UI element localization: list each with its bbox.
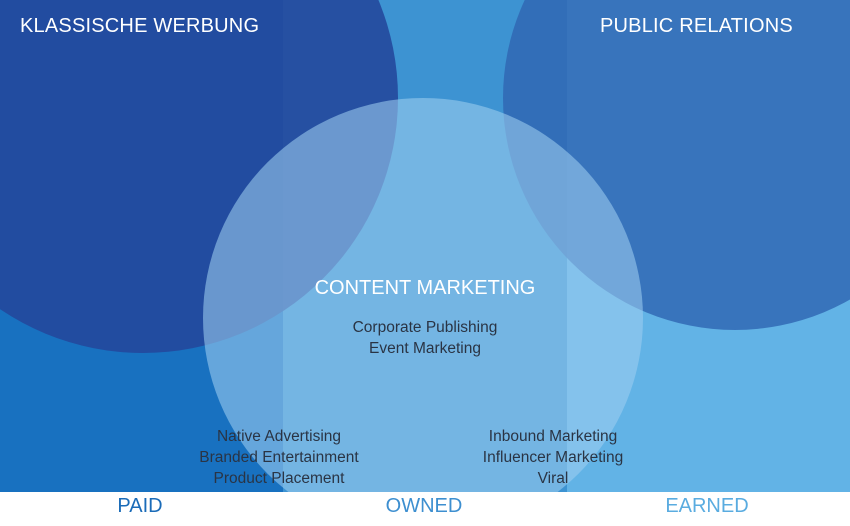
content-items-list: Corporate Publishing Event Marketing (275, 317, 575, 359)
earned-overlap-item: Viral (537, 470, 569, 487)
paid-overlap-list: Native Advertising Branded Entertainment… (150, 426, 408, 489)
earned-overlap-item: Inbound Marketing (488, 428, 618, 445)
paid-overlap-item: Product Placement (213, 470, 345, 487)
paid-label: PAID (117, 495, 163, 517)
owned-label: OWNED (385, 495, 463, 517)
content-item: Corporate Publishing (352, 319, 498, 336)
earned-overlap-list: Inbound Marketing Influencer Marketing V… (433, 426, 673, 489)
paid-overlap-item: Native Advertising (216, 428, 342, 445)
classic-advertising-title: KLASSISCHE WERBUNG (20, 15, 260, 37)
content-marketing-circle (203, 98, 643, 492)
earned-overlap-item: Influencer Marketing (482, 449, 624, 466)
footer-band (0, 492, 850, 521)
earned-label: EARNED (665, 495, 749, 517)
content-marketing-title: CONTENT MARKETING (314, 277, 536, 299)
paid-overlap-item: Branded Entertainment (199, 449, 359, 466)
public-relations-title: PUBLIC RELATIONS (600, 15, 793, 37)
content-item: Event Marketing (369, 340, 481, 357)
